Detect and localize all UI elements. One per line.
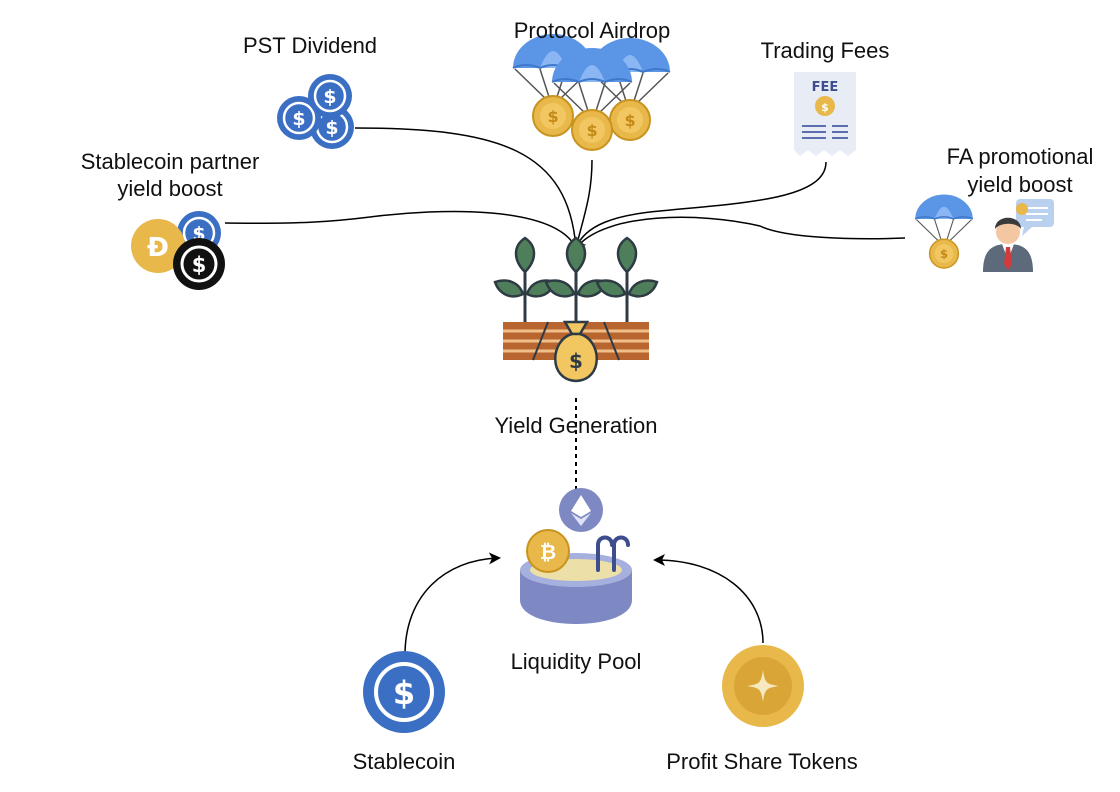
svg-text:Đ: Đ (147, 233, 169, 263)
trading-fees-label: Trading Fees (760, 38, 890, 63)
connectors (224, 127, 906, 656)
yield-generation-label: Yield Generation (494, 413, 658, 438)
dai-coin-icon: Đ (131, 219, 185, 273)
stablecoin-partner-label-line1: Stablecoin partner (80, 149, 260, 174)
stablecoin-usdc-icon: $ (363, 651, 445, 733)
svg-text:$: $ (192, 253, 207, 277)
pst-dividend-label: PST Dividend (242, 33, 378, 58)
businessman-icon (983, 199, 1054, 272)
pst-dividend-connector (354, 127, 577, 249)
svg-text:$: $ (821, 101, 829, 114)
pst-to-pool-arrow (653, 554, 764, 644)
protocol-airdrop-label: Protocol Airdrop (513, 18, 671, 43)
protocol-airdrop-parachute-icon (513, 34, 670, 150)
svg-text:₿: ₿ (540, 540, 556, 564)
stablecoin-partner-connector (224, 210, 577, 249)
stablecoin-partner-label-line2: yield boost (117, 176, 223, 201)
stablecoin-partner-coins-icon: Đ $ (131, 209, 225, 290)
black-usdc-coin-icon: $ (173, 238, 225, 290)
profit-share-token-icon (722, 645, 804, 727)
pst-dividend-coins-icon (275, 72, 356, 151)
bitcoin-icon: ₿ (526, 529, 570, 573)
svg-text:$: $ (569, 349, 583, 373)
fa-promotional-parachute-icon (915, 195, 973, 268)
stablecoin-to-pool-arrow (404, 552, 501, 656)
fa-promotional-label-line2: yield boost (967, 172, 1073, 197)
profit-share-tokens-label: Profit Share Tokens (666, 749, 858, 774)
fee-receipt-icon: FEE $ (794, 72, 856, 156)
liquidity-pool-icon: ₿ (520, 488, 632, 624)
liquidity-pool-label: Liquidity Pool (510, 649, 642, 674)
yield-generation-farm-icon: $ (493, 236, 659, 383)
fa-promotional-connector (574, 216, 906, 251)
stablecoin-label: Stablecoin (352, 749, 456, 774)
svg-text:$: $ (393, 674, 415, 712)
ethereum-icon (559, 488, 603, 532)
trading-fees-connector (575, 161, 827, 249)
fa-promotional-label-line1: FA promotional (946, 144, 1094, 169)
money-bag-icon: $ (554, 320, 598, 383)
fee-receipt-text: FEE (812, 80, 839, 95)
